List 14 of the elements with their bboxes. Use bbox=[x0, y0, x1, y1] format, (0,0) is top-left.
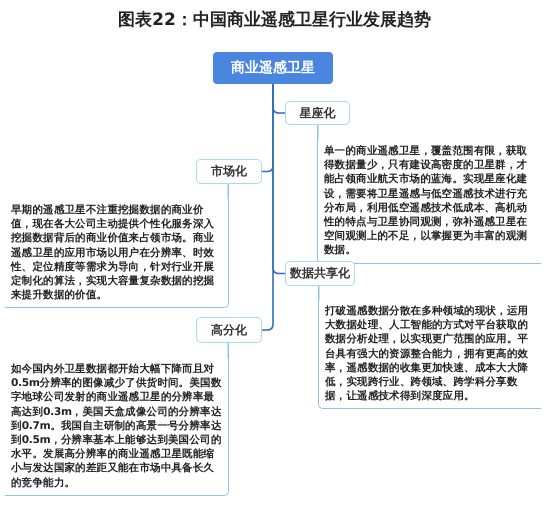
connector-line bbox=[228, 184, 229, 199]
connector-line bbox=[228, 343, 229, 358]
root-box: 商业遥感卫星 bbox=[213, 52, 333, 84]
topic-box: 高分化 bbox=[196, 317, 262, 343]
connector-line bbox=[317, 125, 318, 140]
topic-box: 数据共享化 bbox=[285, 261, 355, 286]
topic-box: 市场化 bbox=[196, 159, 262, 184]
connector-line bbox=[318, 286, 320, 300]
chart-title: 图表22：中国商业遥感卫星行业发展趋势 bbox=[117, 9, 432, 31]
description-text: 打破遥感数据分散在多种领域的现状，运用大数据处理、人工智能的方式对平台获取的数据分析处理，以实现更广范围的应用。平台具有强大的资源整合能力，拥有更高的效率，遥感数据的收集更加快速、成本大大降低，实现跨行业、跨领域、跨学科分享数据，让遥感技术得到深度应用。 bbox=[318, 300, 541, 410]
description-text: 早期的遥感卫星不注重挖掘数据的商业价值，现在各大公司主动提供个性化服务深入挖掘数据背后的商业价值来占领市场。商业遥感卫星的应用市场以用户在分辨率、时效性、定位精度等需求为导向，针对行业开展定制化的算法，实现大容量复杂数据的挖掘来提升数据的价值。 bbox=[5, 199, 229, 308]
topic-box: 星座化 bbox=[285, 101, 350, 125]
connector-line bbox=[262, 84, 274, 331]
description-text: 如今国内外卫星数据都开始大幅下降而且对0.5m分辨率的图像减少了供货时间。美国数字地球公司发射的商业遥感卫星的分辨率最高达到0.3m，美国天盒成像公司的分辨率达到0.7m。我国自主研制的高景一号分辨率达到0.5m，分辨率基本上能够达到美国公司的水平。发展高分辨率的商业遥感卫星既能缩小与发达国家的差距又能在市场中具备长久的竞争能力。 bbox=[5, 358, 229, 496]
